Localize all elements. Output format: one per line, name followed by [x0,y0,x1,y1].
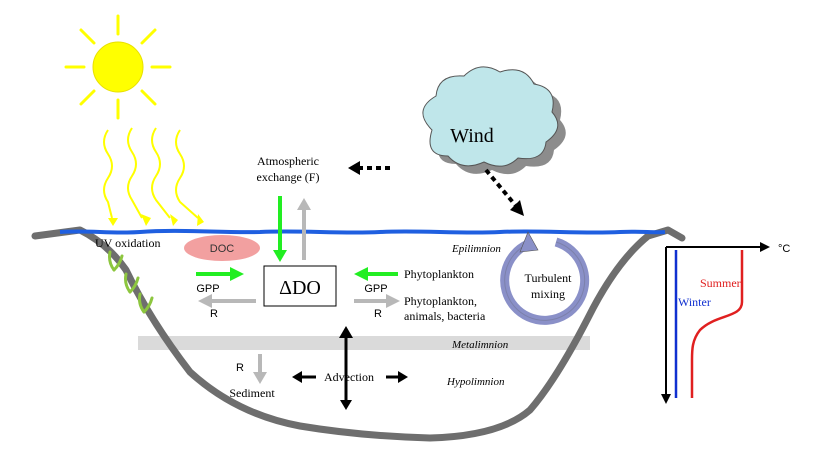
summer-label: Summer [700,276,741,290]
temperature-profile [661,242,770,404]
wind-to-atmosphere-arrow [348,161,390,175]
right-gpp-arrow [354,267,398,281]
phytoplankton-label: Phytoplankton [404,267,474,281]
right-r-label: R [374,308,382,320]
left-r-label: R [210,308,218,320]
right-r-arrow [354,294,400,308]
lake-outline [31,226,686,442]
plant-icon [108,250,154,314]
atmospheric-label-line1: Atmospheric [257,154,319,168]
phyto-animals-label-line2: animals, bacteria [404,309,486,323]
winter-label: Winter [678,295,711,309]
wind-to-water-arrow [484,168,524,216]
hypolimnion-label: Hypolimnion [446,376,505,388]
turbulent-label-line1: Turbulent [525,271,573,285]
uv-rays [103,127,204,226]
turbulent-mixing-icon [500,231,590,325]
epilimnion-label: Epilimnion [451,243,501,255]
metalimnion-band [138,336,590,350]
atmospheric-label-line2: exchange (F) [257,170,320,184]
delta-do-box [263,265,337,307]
right-gpp-label: GPP [364,283,387,295]
left-gpp-arrow [196,267,244,281]
advection-vertical-arrow [339,326,353,410]
temperature-unit-label: °C [778,243,790,255]
left-gpp-label: GPP [196,283,219,295]
sediment-r-label: R [236,362,244,374]
uv-oxidation-label: UV oxidation [95,236,160,250]
sediment-label: Sediment [229,386,275,400]
metalimnion-label: Metalimnion [451,339,509,351]
wind-label: Wind [450,125,494,147]
doc-label: DOC [210,243,235,255]
advection-horizontal-arrows [292,371,408,383]
doc-ellipse [184,235,260,261]
sun-icon [64,14,172,120]
summer-curve [690,250,744,398]
sediment-r-arrow [253,354,267,384]
wind-cloud-icon [422,66,566,175]
left-r-arrow [198,294,256,308]
advection-label: Advection [324,370,374,384]
atmospheric-exchange-arrows [273,196,311,262]
delta-do-label: ΔDO [279,277,321,299]
turbulent-label-line2: mixing [531,287,565,301]
phyto-animals-label-line1: Phytoplankton, [404,294,477,308]
water-surface [59,228,666,235]
